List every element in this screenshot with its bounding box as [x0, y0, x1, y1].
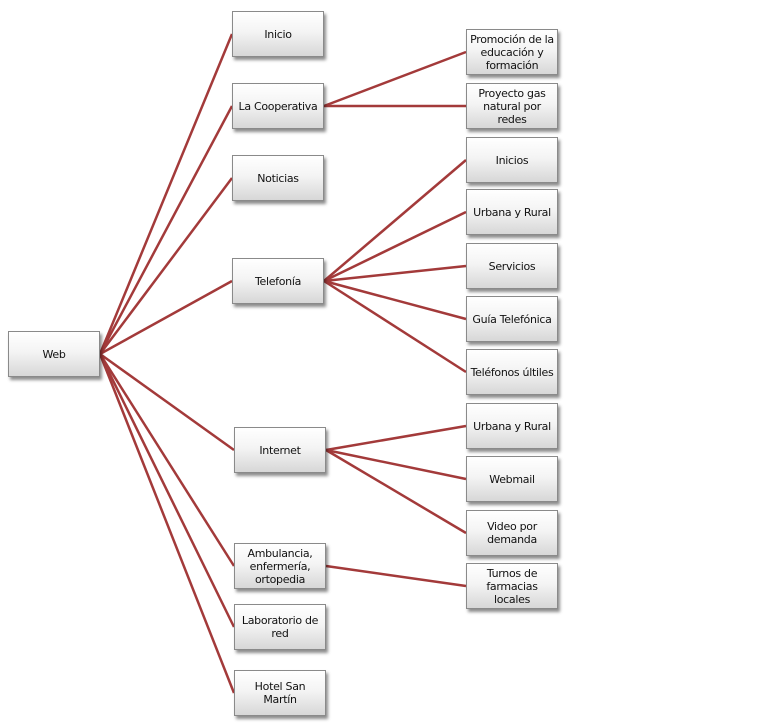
- edge-web-to-level1-4: [99, 352, 235, 452]
- node-guia-telefonica[interactable]: Guía Telefónica: [466, 296, 558, 342]
- node-telefonia-urbana-rural[interactable]: Urbana y Rural: [466, 189, 558, 235]
- edge-web-to-level1-1: [98, 105, 234, 355]
- edge-level1-1-to-level2-0: [323, 50, 467, 108]
- edge-level1-4-to-level2-9: [325, 448, 467, 535]
- node-internet[interactable]: Internet: [234, 427, 326, 473]
- node-telefonos-utiles[interactable]: Teléfonos últiles: [466, 349, 558, 395]
- node-ambulancia[interactable]: Ambulancia, enfermería, ortopedia: [234, 543, 326, 589]
- node-inicio[interactable]: Inicio: [232, 11, 324, 57]
- edge-level1-3-to-level2-4: [323, 264, 467, 283]
- node-inicios[interactable]: Inicios: [466, 137, 558, 183]
- edge-level1-4-to-level2-7: [325, 424, 467, 452]
- node-hotel-san-martin[interactable]: Hotel San Martín: [234, 670, 326, 716]
- node-video-por-demanda[interactable]: Video por demanda: [466, 510, 558, 556]
- edge-level1-4-to-level2-8: [325, 448, 467, 481]
- edge-level1-3-to-level2-2: [323, 159, 467, 282]
- edge-level1-5-to-level2-10: [325, 564, 467, 588]
- node-telefonia[interactable]: Telefonía: [232, 258, 324, 304]
- node-noticias[interactable]: Noticias: [232, 155, 324, 201]
- node-web[interactable]: Web: [8, 331, 100, 377]
- node-internet-urbana-rural[interactable]: Urbana y Rural: [466, 403, 558, 449]
- edge-web-to-level1-3: [99, 279, 233, 356]
- edge-web-to-level1-5: [98, 353, 236, 567]
- edge-web-to-level1-2: [99, 177, 233, 355]
- edge-web-to-level1-0: [98, 33, 234, 355]
- node-webmail[interactable]: Webmail: [466, 456, 558, 502]
- edge-level1-3-to-level2-5: [323, 279, 467, 321]
- node-servicios[interactable]: Servicios: [466, 243, 558, 289]
- edge-level1-3-to-level2-6: [323, 279, 467, 374]
- node-proyecto-gas[interactable]: Proyecto gas natural por redes: [466, 83, 558, 129]
- node-laboratorio-de-red[interactable]: Laboratorio de red: [234, 604, 326, 650]
- edge-web-to-level1-6: [98, 353, 236, 628]
- node-turnos-farmacias[interactable]: Turnos de farmacias locales: [466, 563, 558, 609]
- node-la-cooperativa[interactable]: La Cooperativa: [232, 83, 324, 129]
- edge-level1-3-to-level2-3: [323, 210, 467, 283]
- node-promocion-educacion[interactable]: Promoción de la educación y formación: [466, 29, 558, 75]
- edge-web-to-level1-7: [98, 353, 236, 694]
